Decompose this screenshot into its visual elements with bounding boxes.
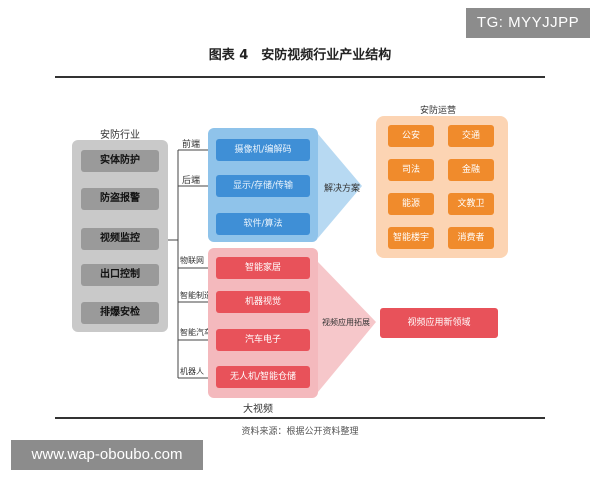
solution-funnel <box>318 134 362 238</box>
item-transport: 交通 <box>448 125 494 147</box>
bottom-rule <box>55 417 545 419</box>
new-video-field: 视频应用新领域 <box>380 308 498 338</box>
item-video-surveillance: 视频监控 <box>81 228 159 250</box>
security-industry-heading: 安防行业 <box>100 130 140 141</box>
label-solution: 解决方案 <box>324 184 361 194</box>
watermark-tg: TG: MYYJJPP <box>466 8 590 38</box>
label-robot: 机器人 <box>180 367 204 376</box>
item-drone-warehouse: 无人机/智能仓储 <box>216 366 310 388</box>
top-rule <box>55 76 545 78</box>
expansion-funnel <box>318 262 376 392</box>
item-energy: 能源 <box>388 193 434 215</box>
item-machine-vision: 机器视觉 <box>216 291 310 313</box>
label-big-video: 大视频 <box>243 404 273 415</box>
item-smart-home: 智能家居 <box>216 257 310 279</box>
item-consumer: 消费者 <box>448 227 494 249</box>
item-justice: 司法 <box>388 159 434 181</box>
item-burglar-alarm: 防盗报警 <box>81 188 159 210</box>
label-iot: 物联网 <box>180 256 204 265</box>
security-operation-heading: 安防运营 <box>420 106 457 116</box>
item-police: 公安 <box>388 125 434 147</box>
watermark-url: www.wap-oboubo.com <box>11 440 203 470</box>
item-finance: 金融 <box>448 159 494 181</box>
item-smart-building: 智能楼宇 <box>388 227 434 249</box>
figure-title: 图表 4 安防视频行业产业结构 <box>208 48 392 63</box>
item-culture-edu-health: 文教卫 <box>448 193 494 215</box>
label-front-end: 前端 <box>182 140 201 150</box>
item-exit-control: 出口控制 <box>81 264 159 286</box>
source-note: 资料来源：根据公开资料整理 <box>241 427 359 437</box>
label-back-end: 后端 <box>182 176 201 186</box>
label-smart-manufacturing: 智能制造 <box>180 291 212 300</box>
item-explosive-check: 排爆安检 <box>81 302 159 324</box>
label-smart-auto: 智能汽车 <box>180 328 212 337</box>
item-camera-codec: 摄像机/编解码 <box>216 139 310 161</box>
item-software-algorithm: 软件/算法 <box>216 213 310 235</box>
item-auto-electronics: 汽车电子 <box>216 329 310 351</box>
item-display-storage: 显示/存储/传输 <box>216 175 310 197</box>
label-video-expansion: 视频应用拓展 <box>322 318 370 327</box>
item-physical-protection: 实体防护 <box>81 150 159 172</box>
